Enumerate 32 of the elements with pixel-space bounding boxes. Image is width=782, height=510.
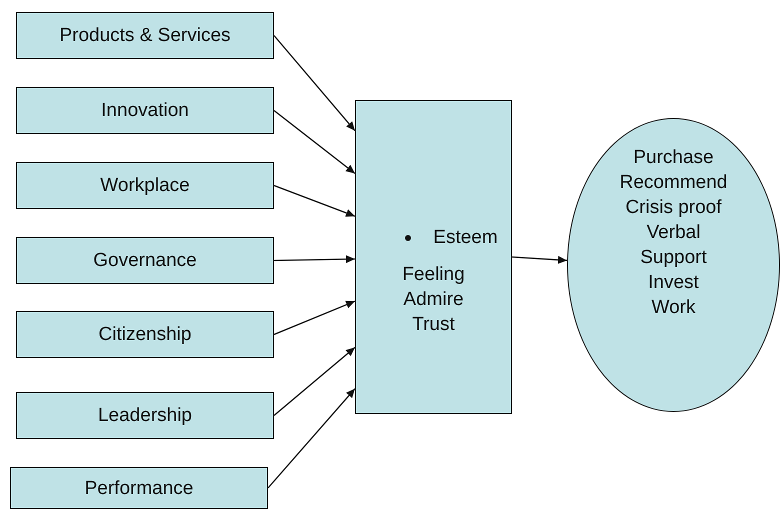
- driver-box: [16, 162, 274, 209]
- outcome-text: Recommend: [620, 171, 728, 195]
- outcome-text: Verbal: [646, 221, 700, 245]
- outcome-text: Support: [640, 246, 707, 270]
- outcome-text: Work: [652, 296, 696, 320]
- arrow: [268, 388, 356, 488]
- esteem-text: Esteem: [433, 226, 498, 250]
- driver-label: Workplace: [100, 174, 190, 198]
- outcome-text: Invest: [648, 271, 699, 295]
- driver-box: [10, 467, 268, 509]
- arrow: [274, 35, 356, 132]
- driver-box: [16, 311, 274, 358]
- driver-label: Governance: [93, 249, 197, 273]
- driver-box: [16, 87, 274, 134]
- arrow: [274, 346, 356, 416]
- arrow: [274, 300, 356, 336]
- driver-label: Innovation: [101, 99, 189, 123]
- driver-box: [16, 12, 274, 59]
- arrow: [512, 256, 568, 264]
- driver-label: Leadership: [98, 404, 192, 428]
- esteem-box: [355, 100, 512, 414]
- driver-label: Performance: [84, 476, 194, 500]
- driver-label: Products & Services: [59, 24, 231, 48]
- arrow: [274, 255, 356, 264]
- driver-box: [16, 392, 274, 439]
- outcome-text: Crisis proof: [625, 196, 722, 220]
- feeling-text: Feeling Admire Trust: [401, 263, 466, 337]
- driver-box: [16, 237, 274, 284]
- outcome-text: Purchase: [633, 146, 714, 170]
- arrow: [274, 110, 356, 174]
- arrow: [274, 184, 356, 217]
- driver-label: Citizenship: [98, 323, 192, 347]
